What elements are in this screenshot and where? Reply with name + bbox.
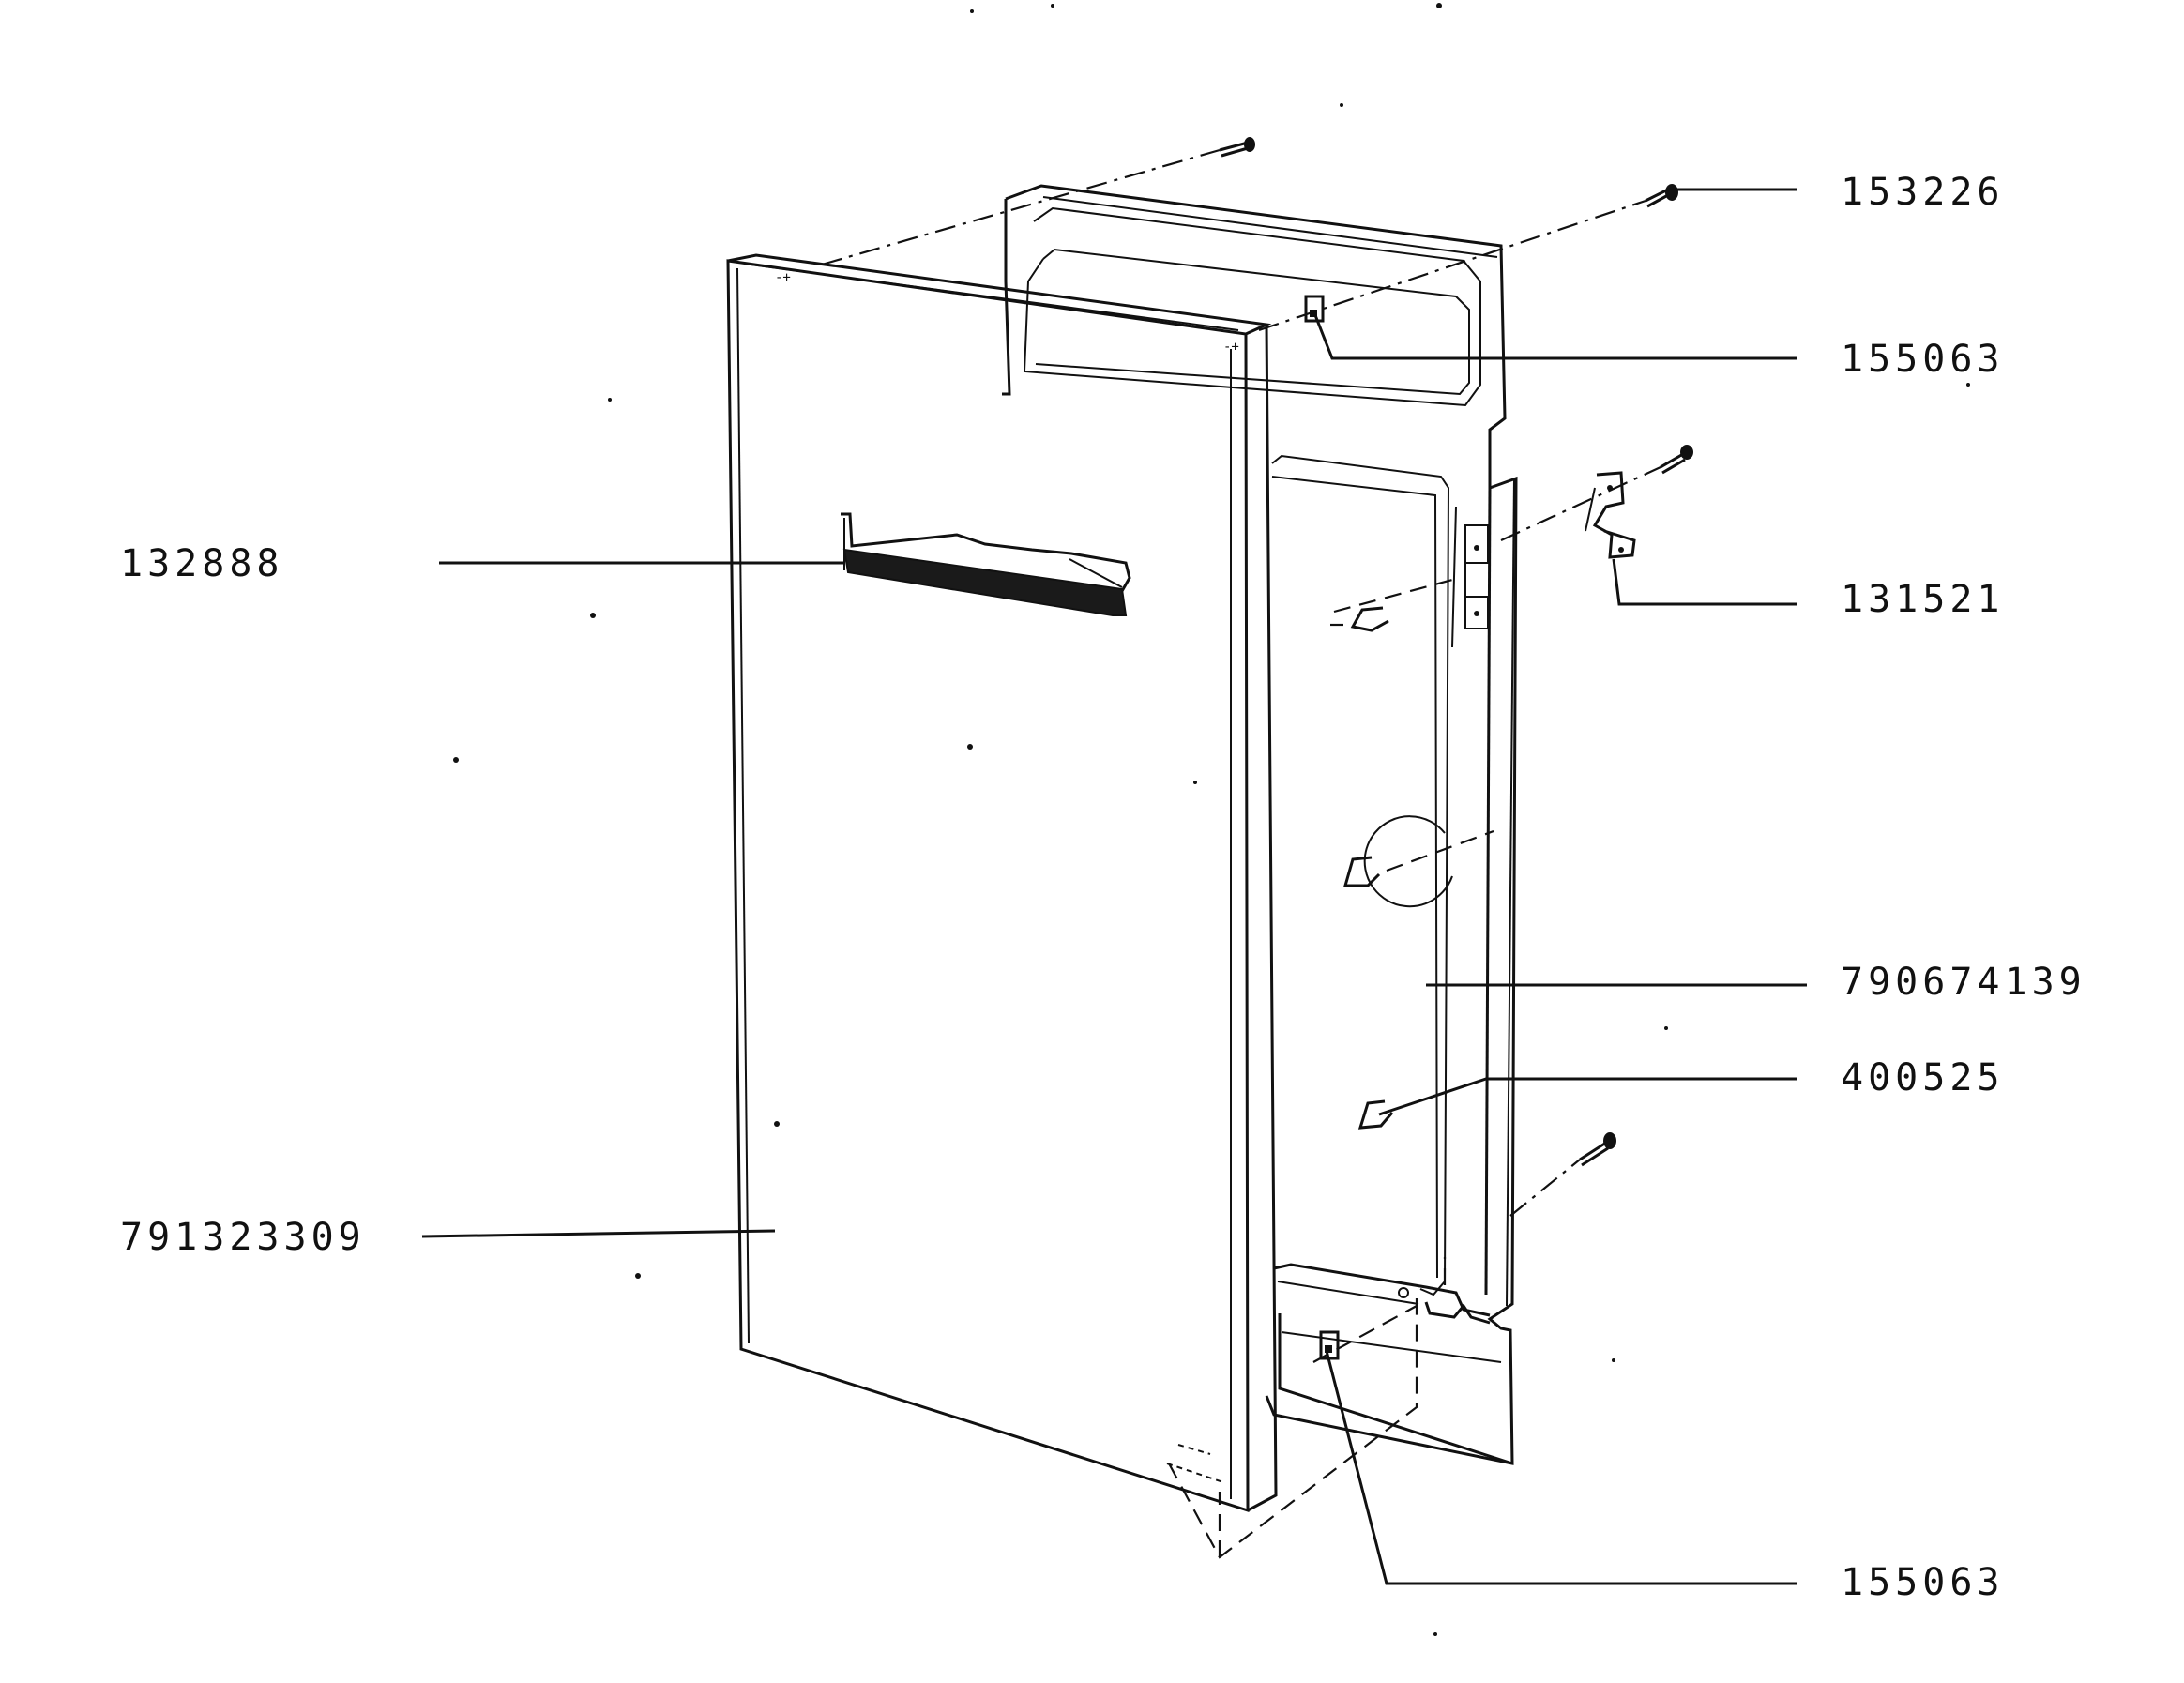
fastener-icon — [1343, 856, 1381, 887]
screw-icon — [1660, 445, 1693, 475]
callout-fastener: 400525 — [1841, 1056, 2005, 1099]
callout-door-panel: 791323309 — [120, 1216, 366, 1259]
scan-specks — [453, 3, 1970, 1636]
callout-clip-top: 155063 — [1841, 338, 2005, 381]
svg-text:-+: -+ — [1223, 340, 1239, 355]
callout-clip-bottom: 155063 — [1841, 1561, 2005, 1604]
leader-lines — [421, 188, 1807, 1585]
screw-icon — [1219, 137, 1255, 158]
door-handle — [841, 512, 1131, 616]
front-door-panel: -+ -+ — [726, 253, 1278, 1513]
clip-icon — [1304, 295, 1325, 323]
fastener-icon — [1350, 606, 1389, 632]
callout-inner-panel: 790674139 — [1841, 961, 2086, 1004]
screw-icon — [1579, 1132, 1616, 1167]
hinge-bracket-icon — [1585, 471, 1636, 559]
inner-door-panel — [1002, 184, 1518, 1465]
callout-screw-top: 153226 — [1841, 171, 2005, 214]
fastener-icon — [1357, 1099, 1394, 1130]
callout-hinge-bracket: 131521 — [1841, 578, 2005, 621]
screw-icon — [1645, 184, 1678, 208]
callout-handle: 132888 — [120, 542, 284, 585]
clip-icon — [1319, 1330, 1340, 1360]
assembly-lines — [821, 148, 1661, 1559]
svg-text:-+: -+ — [775, 270, 791, 285]
